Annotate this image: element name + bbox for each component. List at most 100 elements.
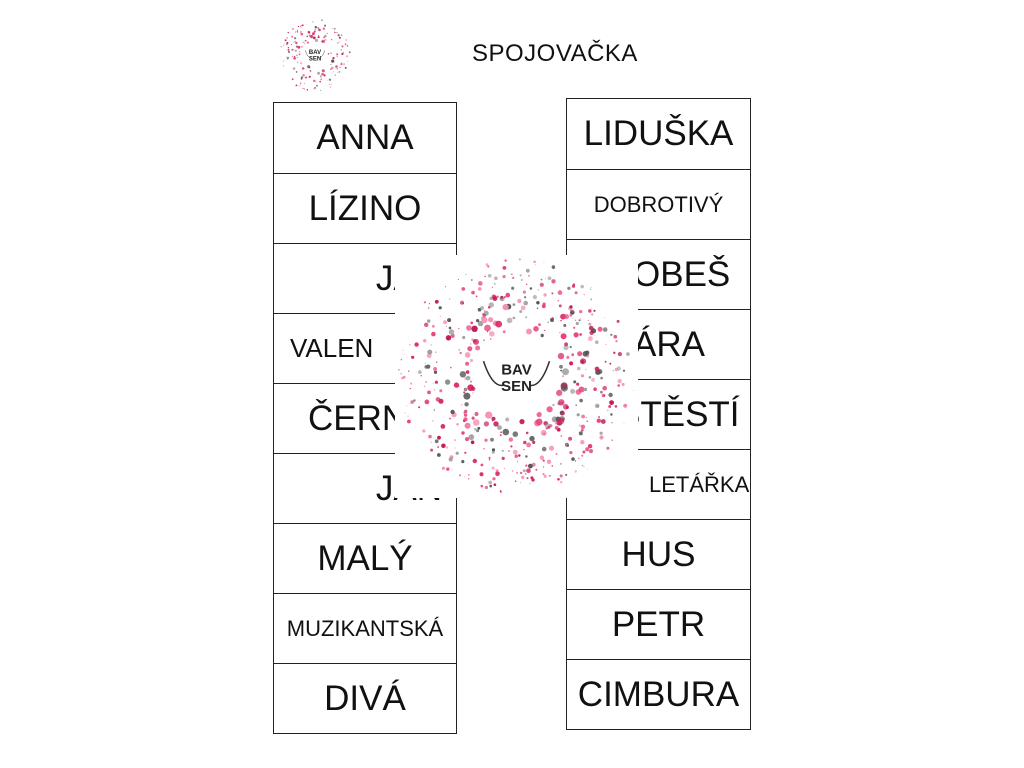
logo-dot	[435, 351, 437, 353]
logo-dot	[312, 21, 314, 23]
logo-dot	[591, 313, 594, 316]
logo-dot	[560, 384, 568, 392]
logo-dot	[554, 422, 557, 425]
left-hand-icon	[305, 50, 312, 58]
logo-dot	[317, 71, 321, 75]
logo-dot	[525, 473, 527, 475]
logo-dot	[300, 32, 302, 34]
logo-dot	[347, 60, 348, 62]
logo-dot	[579, 310, 583, 314]
logo-dot	[477, 320, 484, 327]
logo-dot	[327, 53, 330, 55]
logo-dot	[300, 46, 303, 48]
logo-dot	[464, 402, 469, 407]
logo-dot	[500, 296, 504, 299]
logo-dot	[590, 308, 592, 309]
logo-dot	[300, 26, 301, 27]
logo-dot	[560, 481, 563, 484]
logo-dot	[488, 480, 493, 485]
logo-dot	[482, 313, 486, 318]
logo-dot	[427, 319, 431, 323]
logo-dot	[445, 325, 448, 328]
left-word-1: ANNA	[316, 118, 414, 157]
logo-dot	[443, 320, 447, 325]
logo-dot	[492, 296, 498, 301]
logo-dot	[551, 279, 556, 284]
logo-dot	[314, 38, 319, 42]
logo-dot	[317, 27, 320, 29]
logo-dot	[298, 53, 301, 56]
logo-dot	[617, 384, 620, 387]
logo-dot	[306, 35, 309, 38]
right-word-9: CIMBURA	[567, 659, 750, 729]
logo-dot	[514, 480, 517, 482]
right-word-2: DOBROTIVÝ	[567, 169, 750, 239]
logo-dot	[593, 309, 596, 312]
logo-dot	[499, 434, 502, 436]
logo-dot	[336, 68, 338, 70]
logo-dot	[348, 51, 351, 54]
logo-dot	[302, 41, 304, 43]
logo-dot	[551, 265, 556, 269]
logo-dot	[450, 366, 452, 369]
logo-dot	[295, 71, 298, 73]
logo-dot	[557, 478, 560, 481]
logo-dot	[295, 41, 298, 45]
logo-dot	[626, 352, 630, 356]
logo-dot	[320, 78, 323, 81]
logo-dot	[525, 268, 530, 273]
logo-dot	[430, 344, 432, 346]
logo-dot	[580, 428, 584, 432]
logo-dot	[614, 405, 617, 408]
logo-dot	[463, 387, 468, 392]
logo-dot	[578, 457, 580, 459]
logo-dot	[622, 369, 626, 372]
logo-dot	[502, 428, 510, 436]
left-word-2: LÍZINO	[274, 173, 456, 243]
logo-dot	[336, 32, 338, 34]
logo-dot	[400, 358, 403, 361]
logo-dot	[584, 350, 590, 356]
logo-dot	[580, 424, 586, 429]
logo-dot	[465, 361, 470, 366]
logo-dot	[610, 333, 613, 336]
logo-dot	[300, 31, 302, 33]
logo-dot	[334, 67, 336, 69]
logo-dot	[322, 27, 325, 30]
page-title: SPOJOVAČKA	[472, 40, 638, 67]
logo-dot	[543, 261, 545, 263]
logo-dot	[512, 276, 515, 279]
logo-dot	[343, 51, 345, 53]
logo-dot	[587, 444, 593, 449]
logo-dot	[562, 403, 569, 410]
logo-dot	[326, 32, 328, 34]
logo-dot	[559, 410, 564, 415]
logo-dot	[455, 451, 459, 455]
logo-dot	[590, 298, 593, 301]
logo-dot	[312, 32, 315, 36]
logo-dot	[477, 426, 481, 430]
logo-dot	[583, 466, 585, 468]
logo-dot	[285, 56, 287, 58]
left-word-5: ČERN	[274, 383, 456, 453]
logo-dot	[493, 283, 496, 285]
logo-dot	[300, 82, 302, 84]
logo-dot	[464, 352, 471, 358]
logo-dot	[307, 30, 310, 34]
logo-dot	[578, 431, 583, 436]
logo-dot	[511, 273, 513, 276]
logo-text-top: BAV	[501, 361, 532, 378]
logo-dot	[450, 333, 455, 338]
logo-dot	[536, 411, 542, 418]
logo-dot	[292, 28, 294, 30]
logo-dot	[580, 440, 585, 445]
logo-dot	[340, 63, 343, 66]
logo-dot	[335, 32, 337, 33]
logo-dot	[517, 461, 519, 463]
logo-dot	[549, 424, 553, 428]
logo-dot	[445, 286, 446, 288]
logo-dot	[575, 389, 582, 395]
logo-dot	[431, 331, 436, 337]
logo-dot	[446, 467, 450, 471]
logo-dot	[306, 41, 309, 44]
